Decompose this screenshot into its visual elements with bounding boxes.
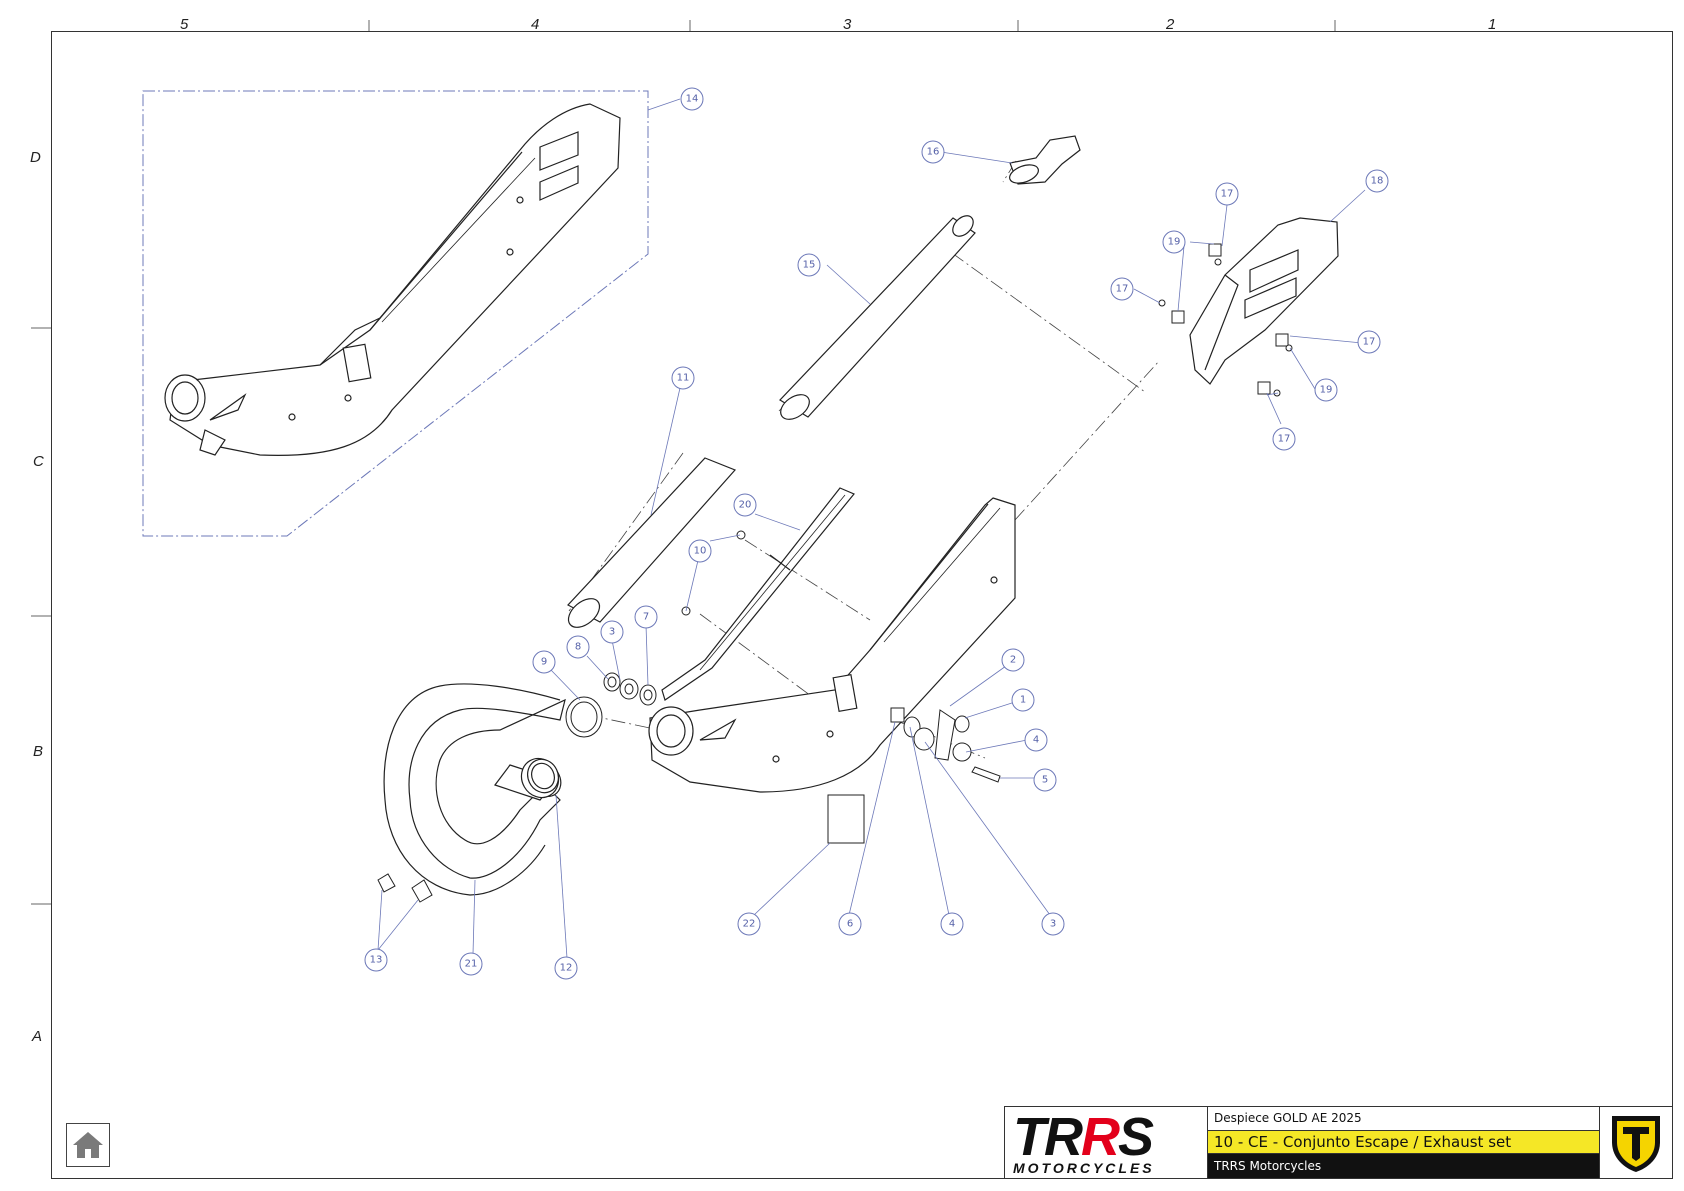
part-end-cap <box>1189 217 1339 385</box>
callout-8: 8 <box>575 642 581 653</box>
zone-row-d: D <box>30 149 41 166</box>
callout-17-c: 17 <box>1363 337 1376 348</box>
trrs-shield-icon <box>1612 1115 1660 1172</box>
part-mounting-hardware <box>565 530 1001 783</box>
callout-5: 5 <box>1042 775 1048 786</box>
callout-22: 22 <box>743 919 756 930</box>
part-gasket <box>527 758 559 794</box>
callout-19-a: 19 <box>1168 237 1181 248</box>
callout-18: 18 <box>1371 176 1384 187</box>
title-block-rows: Despiece GOLD AE 2025 10 - CE - Conjunto… <box>1208 1107 1599 1178</box>
zone-row-a: A <box>32 1028 43 1045</box>
callout-numbers: 14 16 18 17 19 17 15 17 11 17 19 20 10 2… <box>370 94 1384 974</box>
callout-15: 15 <box>803 260 816 271</box>
brand-badge <box>1599 1107 1672 1178</box>
leader-lines <box>377 98 1366 959</box>
part-heat-shield <box>661 487 855 701</box>
zone-column-5: 5 <box>180 16 189 33</box>
zone-column-1: 1 <box>1488 16 1497 33</box>
callout-2: 2 <box>1010 655 1016 666</box>
callout-9: 9 <box>541 657 547 668</box>
callout-21: 21 <box>465 959 478 970</box>
callout-17-d: 17 <box>1278 434 1291 445</box>
part-label-sticker <box>827 794 865 844</box>
callout-3-b: 3 <box>1050 919 1056 930</box>
home-icon <box>73 1132 103 1158</box>
callout-17-a: 17 <box>1221 189 1234 200</box>
part-silencer-body <box>648 497 1016 793</box>
callout-13: 13 <box>370 955 383 966</box>
callout-10: 10 <box>694 546 707 557</box>
callout-bubbles <box>364 87 1389 980</box>
callout-1: 1 <box>1020 695 1026 706</box>
callout-4-b: 4 <box>949 919 955 930</box>
zone-row-b: B <box>33 743 44 760</box>
home-button[interactable] <box>66 1123 110 1167</box>
part-insulation-tube <box>567 457 737 628</box>
callout-19-b: 19 <box>1320 385 1333 396</box>
detail-view-boundary <box>142 90 649 537</box>
callout-16: 16 <box>927 147 940 158</box>
company-name: TRRS Motorcycles <box>1208 1154 1599 1178</box>
brand-logo: TRRS MOTORCYCLES <box>1005 1107 1208 1178</box>
zone-row-c: C <box>33 453 44 470</box>
section-title: 10 - CE - Conjunto Escape / Exhaust set <box>1208 1130 1599 1155</box>
part-muffler-detail <box>164 103 621 457</box>
callout-7: 7 <box>643 612 649 623</box>
part-clips <box>1158 243 1293 397</box>
brand-subtitle: MOTORCYCLES <box>1013 1160 1155 1176</box>
callout-17-b: 17 <box>1116 284 1129 295</box>
document-title: Despiece GOLD AE 2025 <box>1208 1107 1599 1131</box>
callout-11: 11 <box>677 373 690 384</box>
callout-17-e: 17 <box>1284 431 1297 442</box>
part-bolts <box>377 873 433 903</box>
drawing-frame <box>51 31 1673 1179</box>
callout-20: 20 <box>739 500 752 511</box>
callout-12: 12 <box>560 963 573 974</box>
part-elbow-pipe <box>1009 135 1081 185</box>
callout-4-a: 4 <box>1033 735 1039 746</box>
callout-6: 6 <box>847 919 853 930</box>
zone-column-4: 4 <box>531 16 540 33</box>
callout-14: 14 <box>686 94 699 105</box>
brand-wordmark: TRRS <box>1013 1107 1154 1167</box>
callout-3-a: 3 <box>609 627 615 638</box>
part-straight-pipe <box>779 215 976 420</box>
zone-column-3: 3 <box>843 16 852 33</box>
zone-ticks <box>31 20 1336 905</box>
zone-column-2: 2 <box>1166 16 1175 33</box>
title-block: TRRS MOTORCYCLES Despiece GOLD AE 2025 1… <box>1004 1106 1673 1179</box>
